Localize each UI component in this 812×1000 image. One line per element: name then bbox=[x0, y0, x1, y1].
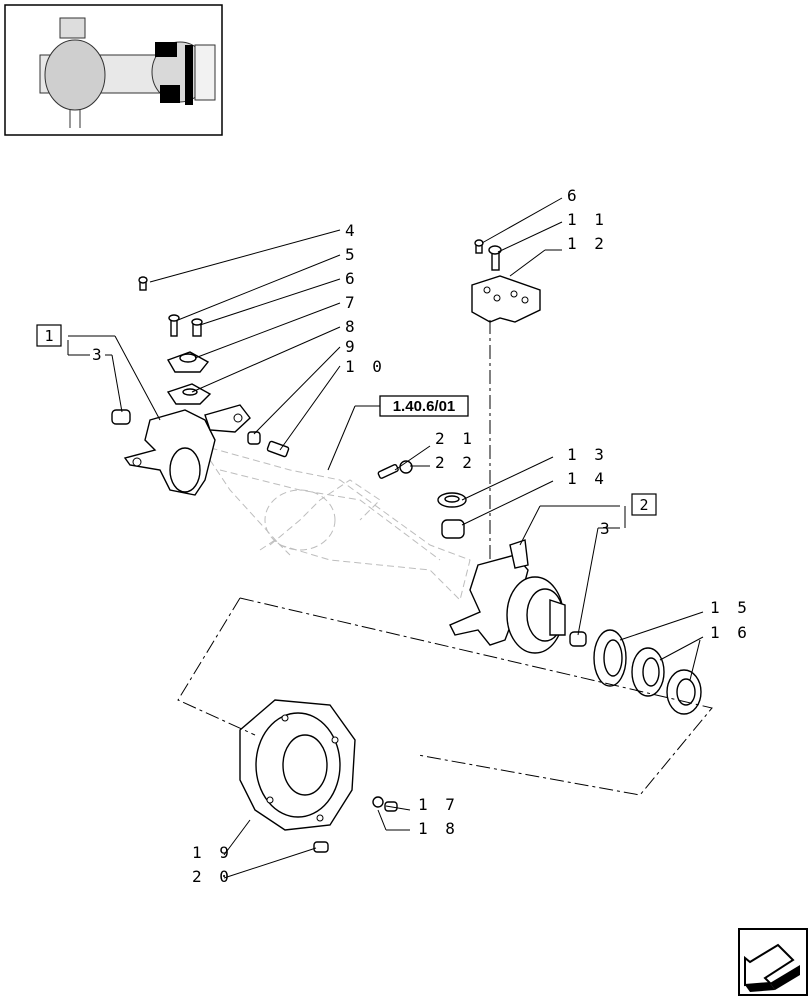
reference-link[interactable]: 1.40.6/01 bbox=[379, 395, 469, 417]
group-box-2-label: 2 bbox=[639, 496, 648, 514]
callout-3-left: 3 bbox=[92, 345, 106, 364]
callout-11: 1 1 bbox=[567, 210, 608, 229]
callout-13: 1 3 bbox=[567, 445, 608, 464]
callout-18: 1 8 bbox=[418, 819, 459, 838]
callout-12: 1 2 bbox=[567, 234, 608, 253]
callout-5: 5 bbox=[345, 245, 359, 264]
seal-15[interactable] bbox=[593, 629, 627, 687]
callout-21: 2 1 bbox=[435, 429, 476, 448]
bushing-14[interactable] bbox=[441, 519, 465, 539]
wheel-hub-19[interactable] bbox=[239, 699, 356, 831]
left-steering-knuckle[interactable] bbox=[123, 404, 251, 496]
grease-nipple[interactable] bbox=[138, 276, 148, 291]
group-box-2[interactable]: 2 bbox=[631, 493, 657, 516]
callout-17: 1 7 bbox=[418, 795, 459, 814]
seal-ring-13[interactable] bbox=[437, 492, 467, 508]
cap-screw[interactable] bbox=[168, 314, 180, 337]
plug-17[interactable] bbox=[372, 796, 384, 808]
bolt-9[interactable] bbox=[247, 431, 261, 445]
reference-label: 1.40.6/01 bbox=[393, 398, 456, 415]
bolt-10[interactable] bbox=[266, 440, 290, 458]
assembly-boundary-right bbox=[239, 597, 713, 796]
pivot-bracket[interactable] bbox=[471, 275, 541, 323]
callout-16: 1 6 bbox=[710, 623, 751, 642]
assembly-boundary-left bbox=[177, 597, 256, 736]
callout-22: 2 2 bbox=[435, 453, 476, 472]
dowel-pin-21[interactable] bbox=[377, 464, 399, 479]
grease-fitting[interactable] bbox=[191, 318, 203, 337]
callout-6: 6 bbox=[345, 269, 359, 288]
callout-3-right: 3 bbox=[600, 519, 614, 538]
callout-10: 1 0 bbox=[345, 357, 386, 376]
callout-9: 9 bbox=[345, 337, 359, 356]
axle-overview-thumbnail[interactable] bbox=[4, 4, 223, 136]
callout-8: 8 bbox=[345, 317, 359, 336]
right-bushing[interactable] bbox=[569, 631, 587, 647]
callout-19: 1 9 bbox=[192, 843, 233, 862]
leader-lines bbox=[67, 197, 704, 879]
callout-4: 4 bbox=[345, 221, 359, 240]
callout-20: 2 0 bbox=[192, 867, 233, 886]
bracket-screw[interactable] bbox=[488, 245, 502, 271]
callout-6-top: 6 bbox=[567, 186, 581, 205]
callout-7: 7 bbox=[345, 293, 359, 312]
group-box-1[interactable]: 1 bbox=[36, 324, 62, 347]
bearing-16[interactable] bbox=[631, 647, 702, 715]
right-steering-knuckle[interactable] bbox=[449, 539, 566, 654]
callout-14: 1 4 bbox=[567, 469, 608, 488]
grease-nipple-top[interactable] bbox=[474, 239, 484, 254]
previous-page-arrow-icon[interactable] bbox=[738, 928, 808, 996]
axle-housing-ghost bbox=[198, 444, 471, 601]
group-box-1-label: 1 bbox=[44, 327, 53, 345]
left-bushing[interactable] bbox=[111, 409, 131, 425]
stud-20[interactable] bbox=[313, 841, 329, 853]
callout-15: 1 5 bbox=[710, 598, 751, 617]
